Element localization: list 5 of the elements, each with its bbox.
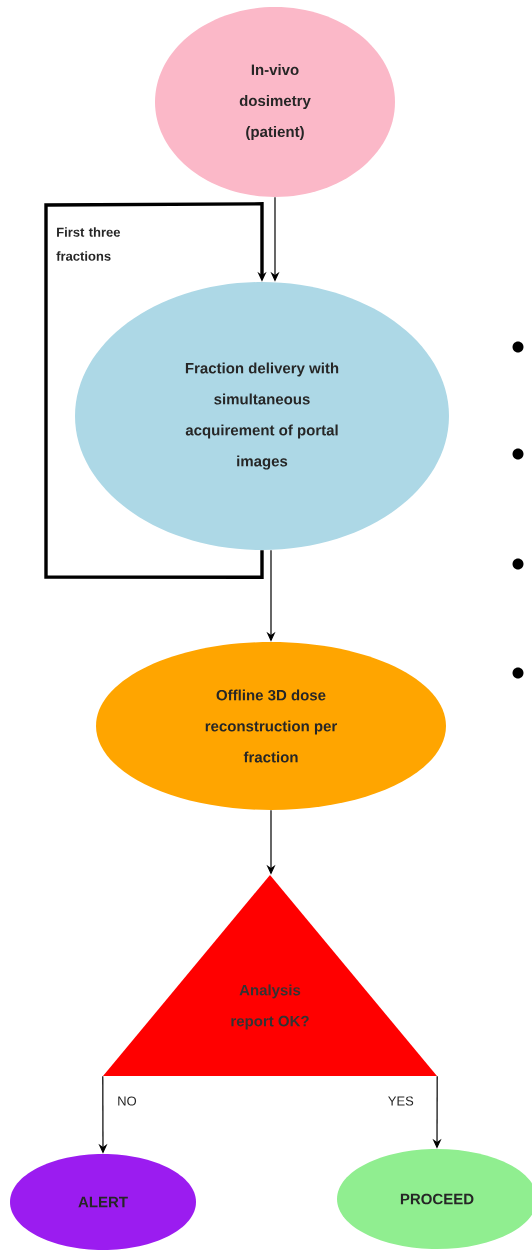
edge-label: First three fractions	[56, 227, 121, 261]
loop-arrow	[44, 202, 267, 579]
decision-triangle: Analysis report OK?	[103, 875, 437, 1076]
edge-label: NO	[118, 1096, 137, 1106]
edge-label: YES	[388, 1096, 414, 1106]
